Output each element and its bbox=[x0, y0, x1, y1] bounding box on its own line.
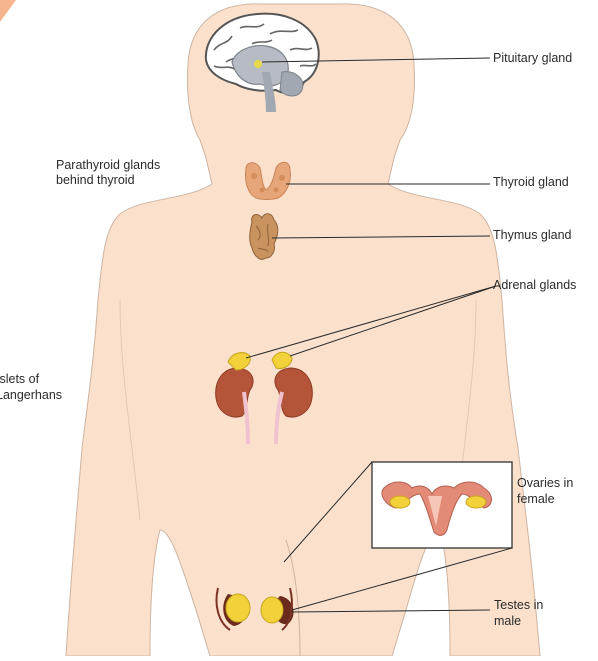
label-parathyroid-line2: behind thyroid bbox=[56, 173, 135, 188]
label-ovaries-line2: female bbox=[517, 492, 555, 507]
label-thyroid: Thyroid gland bbox=[493, 175, 569, 190]
label-thymus: Thymus gland bbox=[493, 228, 572, 243]
body-silhouette bbox=[66, 4, 540, 656]
label-pituitary: Pituitary gland bbox=[493, 51, 572, 66]
label-islets-line2-clip: Langerhans bbox=[0, 388, 90, 404]
label-testes-line2: male bbox=[494, 614, 521, 629]
label-islets-line1: Islets of bbox=[0, 372, 39, 387]
pituitary-dot bbox=[254, 60, 262, 68]
thymus-icon bbox=[250, 214, 278, 260]
label-parathyroid-line1: Parathyroid glands bbox=[56, 158, 160, 173]
label-adrenal: Adrenal glands bbox=[493, 278, 576, 293]
label-ovaries-line1: Ovaries in bbox=[517, 476, 573, 491]
label-islets-line2: Langerhans bbox=[0, 388, 62, 403]
corner-accent bbox=[0, 0, 16, 22]
label-islets-line1-clip: Islets of bbox=[0, 372, 90, 388]
label-testes-line1: Testes in bbox=[494, 598, 543, 613]
